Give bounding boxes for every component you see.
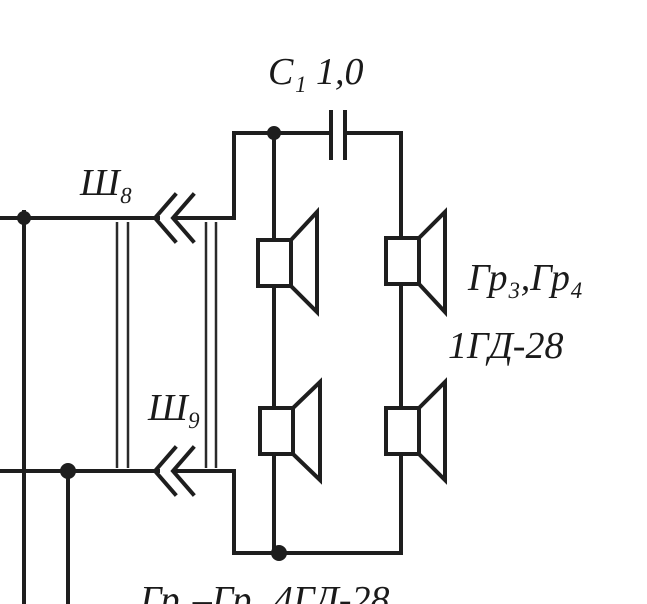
speaker-icon-left-upper bbox=[256, 206, 319, 317]
capacitor-c1-icon bbox=[329, 110, 347, 160]
capacitor-label: C₁ 1,0 bbox=[268, 51, 364, 93]
junction-dot-left-bottom bbox=[60, 463, 76, 479]
bottom-return-wire bbox=[232, 469, 403, 555]
junction-dot-bottom bbox=[271, 545, 287, 561]
connector-sh9-label: Ш₉ bbox=[147, 387, 201, 429]
speaker-group-label: Гр₃,Гр₄ bbox=[467, 257, 583, 299]
speaker-type-label: 1ГД-28 bbox=[448, 325, 563, 367]
junction-dot-left-top bbox=[17, 211, 31, 225]
bottom-caption-label: Гр₁–Гр₂ 4ГД-28 bbox=[139, 579, 390, 604]
top-feed-wire bbox=[232, 131, 322, 220]
connector-sh8-label: Ш₈ bbox=[79, 162, 133, 204]
speaker-icon-right-upper bbox=[384, 207, 447, 318]
speaker-icon-left-lower bbox=[258, 377, 322, 485]
speaker-icon-right-lower bbox=[384, 377, 447, 485]
